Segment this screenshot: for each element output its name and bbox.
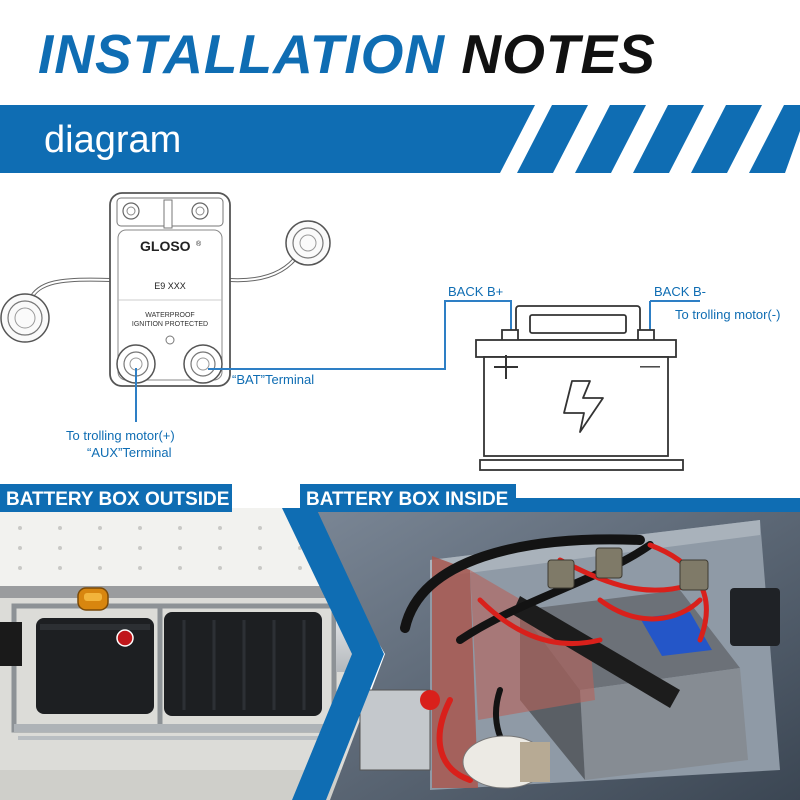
photo-battery-box-inside	[300, 508, 800, 800]
breaker-model: E9 XXX	[154, 281, 186, 291]
registered-mark: ®	[196, 240, 202, 248]
title-installation: INSTALLATION	[38, 23, 446, 85]
label-aux-terminal: “AUX”Terminal	[87, 445, 172, 460]
label-back-bplus: BACK B+	[448, 284, 503, 299]
breaker-waterproof-line1: WATERPROOF	[145, 312, 194, 319]
photo-separator-chevron	[282, 508, 384, 800]
label-motor-positive: To trolling motor(+)	[66, 428, 175, 443]
plus-icon	[494, 355, 518, 379]
label-motor-negative: To trolling motor(-)	[675, 307, 780, 322]
label-bat-terminal: “BAT”Terminal	[232, 372, 314, 387]
label-battery-box-inside: BATTERY BOX INSIDE	[306, 489, 508, 510]
breaker-brand: GLOSO	[140, 238, 191, 254]
circuit-breaker: GLOSO ® E9 XXX WATERPROOF IGNITION PROTE…	[0, 192, 331, 387]
section-label-diagram: diagram	[44, 119, 181, 161]
terminal-cap-right	[285, 220, 331, 266]
label-bar-outside: BATTERY BOX OUTSIDE	[0, 484, 232, 512]
connection-lines	[135, 300, 700, 422]
page-title: INSTALLATION NOTES	[38, 22, 656, 86]
label-bar-inside: BATTERY BOX INSIDE	[300, 484, 800, 512]
label-battery-box-outside: BATTERY BOX OUTSIDE	[6, 489, 229, 510]
lightning-bolt-icon	[563, 380, 604, 433]
diagram-banner: diagram	[0, 105, 800, 173]
terminal-cap-left	[0, 293, 50, 343]
minus-icon: —	[640, 355, 660, 377]
bat-terminal-stud	[183, 344, 223, 384]
breaker-waterproof-line2: IGNITION PROTECTED	[132, 321, 208, 328]
title-notes: NOTES	[461, 23, 656, 85]
label-back-bminus: BACK B-	[654, 284, 706, 299]
